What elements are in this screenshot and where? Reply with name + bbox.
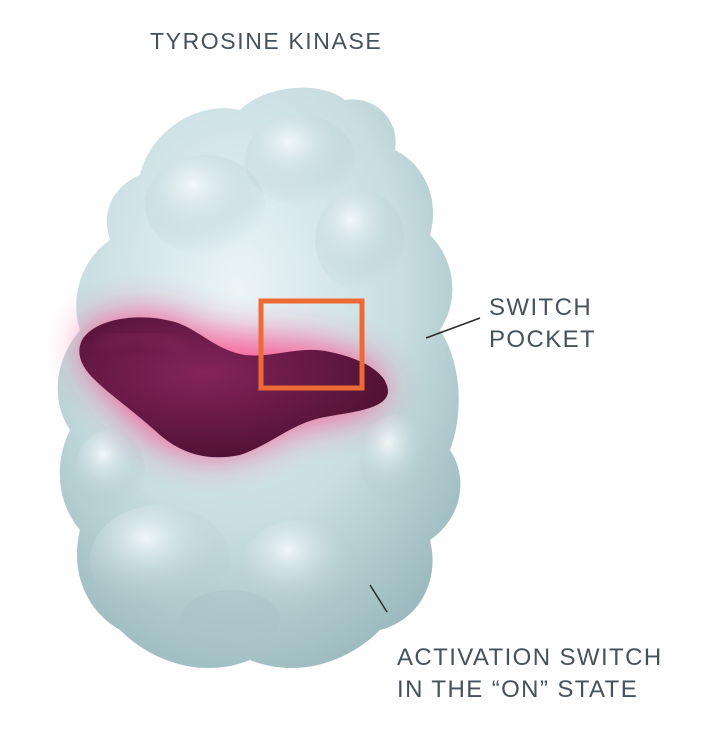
diagram-title: TYROSINE KINASE (150, 28, 383, 54)
switch-pocket-label-line-2: POCKET (489, 326, 597, 353)
ligand (79, 317, 388, 458)
activation-switch-leader-line (369, 584, 388, 613)
switch-pocket-leader-line (425, 317, 481, 339)
ligand-highlight (98, 333, 187, 353)
switch-pocket-label-line-1: SWITCH (489, 294, 593, 321)
switch-pocket-label: SWITCH POCKET (489, 292, 596, 356)
activation-switch-label: ACTIVATION SWITCH IN THE “ON” STATE (397, 642, 663, 706)
activation-switch-label-line-2: IN THE “ON” STATE (397, 676, 639, 703)
switch-pocket-box (258, 298, 365, 391)
activation-switch-label-line-1: ACTIVATION SWITCH (397, 644, 663, 671)
